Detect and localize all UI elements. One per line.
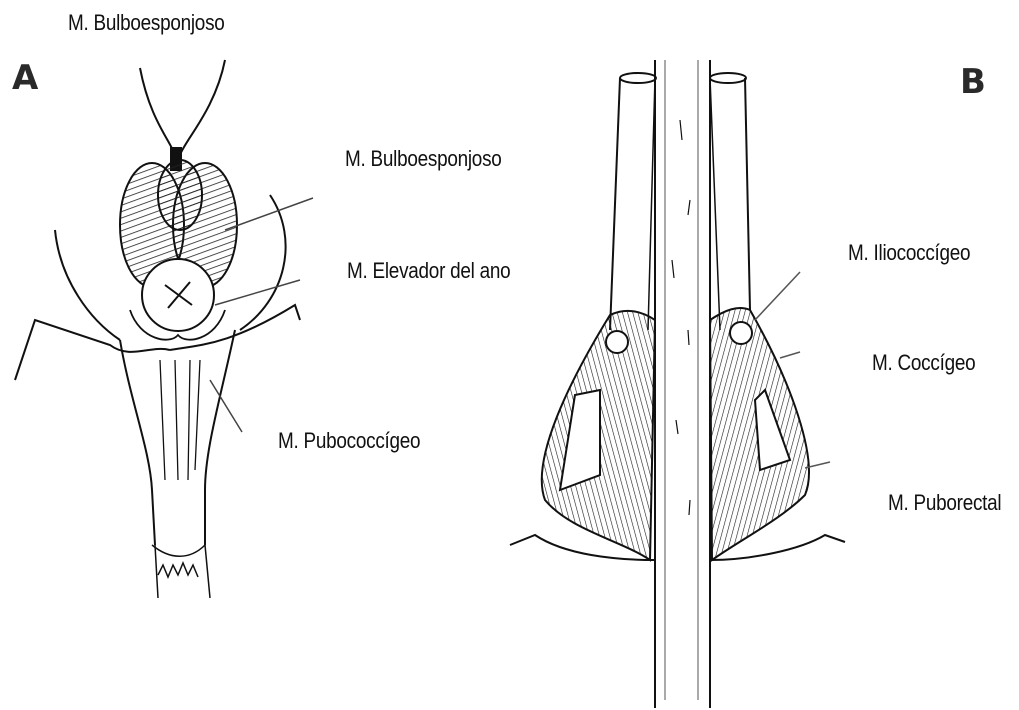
label-pubococcigeo: M. Pubococcígeo (278, 428, 420, 454)
label-coccigeo: M. Coccígeo (872, 350, 975, 376)
label-bulboesponjoso-top: M. Bulboesponjoso (68, 10, 225, 36)
panel-a-drawing (15, 60, 313, 598)
panel-b-letter: B (960, 62, 986, 102)
label-iliococcigeo: M. Iliococcígeo (848, 240, 970, 266)
panel-b-drawing (510, 60, 845, 708)
label-puborectal: M. Puborectal (888, 490, 1001, 516)
panel-a-letter: A (12, 58, 38, 98)
label-bulboesponjoso: M. Bulboesponjoso (345, 146, 502, 172)
label-elevador-del-ano: M. Elevador del ano (347, 258, 510, 284)
